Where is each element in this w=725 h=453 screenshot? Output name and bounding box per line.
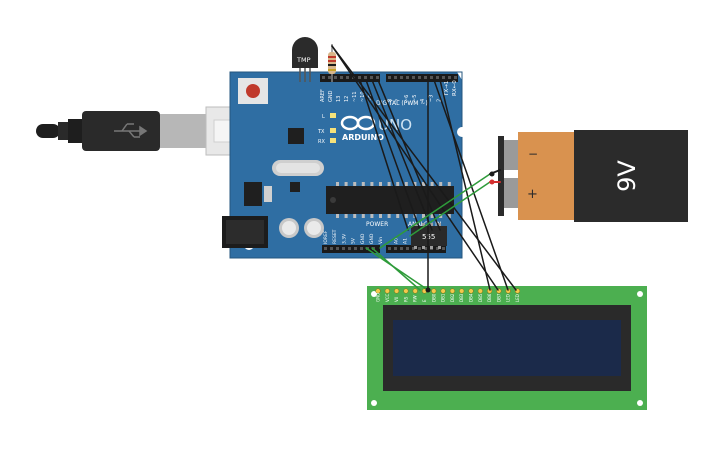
lcd-pin[interactable] (459, 288, 465, 294)
lcd-pin-label: V0 (394, 296, 399, 302)
battery-label-band (518, 132, 574, 220)
lcd-pin-label: LED (515, 294, 520, 302)
lcd-16x2[interactable]: GND VCC V0 RS RW E DB0 DB1 DB2 DB3 DB4 DB5 DB6 DB7 LED… (367, 286, 647, 410)
arduino-logo-text: ARDUINO (342, 133, 384, 142)
tx-led (330, 128, 336, 133)
wire-black[interactable] (433, 79, 509, 291)
lcd-pin-label: LED (506, 294, 511, 302)
lcd-pin-label: DB0 (431, 293, 436, 302)
lcd-pin[interactable] (384, 288, 390, 294)
top-pin-label: ~5 (412, 95, 418, 102)
bottom-pin-label: RESET (332, 229, 338, 244)
lcd-pin[interactable] (403, 288, 409, 294)
lcd-pin[interactable] (468, 288, 474, 294)
lcd-pin-label: DB1 (441, 293, 446, 302)
top-pin-label: ~11 (352, 91, 358, 102)
battery-plus-symbol: + (527, 187, 538, 202)
l-led (330, 113, 336, 118)
usb-metal-connector (160, 114, 206, 148)
rx-led (330, 138, 336, 143)
wires (331, 45, 517, 293)
top-pin-label: 12 (344, 96, 350, 102)
top-pin-label: 2 (437, 99, 443, 102)
tmp-label: TMP (296, 56, 311, 64)
lcd-pin[interactable] (431, 288, 437, 294)
temperature-sensor[interactable]: TMP (292, 37, 318, 82)
bottom-pin-label: A0 (393, 238, 399, 244)
wire-black[interactable] (377, 79, 441, 231)
lcd-pin[interactable] (375, 288, 381, 294)
bottom-pin-label: A1 (403, 238, 409, 244)
lcd-pin-label: DB7 (496, 293, 501, 302)
bottom-pin-label: Vin (378, 237, 384, 244)
wire-green[interactable] (371, 247, 421, 291)
battery-body (574, 130, 688, 222)
atmega-chip (326, 186, 454, 214)
lcd-pin-label: E (422, 299, 427, 302)
lcd-pin[interactable] (394, 288, 400, 294)
battery-9v[interactable]: − + 9V (498, 130, 688, 222)
wire-black[interactable] (371, 79, 433, 231)
lcd-pin-label: DB2 (450, 293, 455, 302)
digital-header-left (320, 74, 380, 82)
top-pin-label: 13 (336, 96, 342, 102)
lcd-pin[interactable] (449, 288, 455, 294)
top-pin-label: 7 (396, 99, 402, 102)
wire-black[interactable] (365, 79, 421, 231)
bottom-pin-label: GND (369, 233, 375, 244)
top-pin-label: ~10 (360, 91, 366, 102)
battery-minus-symbol: − (528, 147, 538, 161)
power-label: POWER (366, 221, 388, 228)
voltage-regulator (244, 182, 262, 206)
top-pin-label: 4 (420, 99, 426, 102)
rx-pin-label: RX←0 (452, 80, 458, 96)
battery-clip (498, 136, 504, 216)
lcd-pin-label: DB4 (469, 293, 474, 302)
bottom-pin-label: IOREF (323, 230, 329, 244)
lcd-pin-label: GND (376, 293, 381, 302)
mounting-hole (457, 127, 467, 137)
usb-symbol-icon (114, 123, 148, 138)
battery-label: 9V (613, 160, 641, 192)
digital-header-right (386, 74, 458, 82)
ic-555[interactable]: 555 (411, 223, 447, 249)
lcd-pin-label: DB6 (487, 293, 492, 302)
top-pin-label: ~6 (404, 95, 410, 102)
reset-button-cap[interactable] (246, 84, 260, 98)
resistor[interactable] (328, 44, 336, 82)
lcd-pin-label: RS (403, 296, 408, 302)
usb-chip (288, 128, 304, 144)
lcd-pin-label: DB3 (459, 293, 464, 302)
tx-pin-label: TX→1 (444, 81, 450, 97)
svg-text:L: L (322, 114, 325, 120)
bottom-pin-label: 5V (351, 237, 357, 244)
lcd-pin-label: VCC (385, 293, 390, 302)
lcd-pin-label: DB5 (478, 293, 483, 302)
wire-green[interactable] (409, 181, 491, 237)
top-pin-label: GND (328, 90, 334, 102)
lcd-screen (393, 320, 621, 376)
top-pin-label: ~3 (428, 95, 434, 102)
svg-text:TX: TX (317, 129, 325, 135)
wire-green[interactable] (379, 173, 491, 249)
wire-black[interactable] (439, 79, 491, 291)
top-pin-label: AREF (320, 89, 326, 102)
svg-text:RX: RX (318, 139, 325, 145)
top-pin-label: 8 (387, 99, 393, 102)
arduino-model-text: UNO (378, 116, 412, 134)
bottom-pin-label: GND (360, 233, 366, 244)
lcd-pin[interactable] (477, 288, 483, 294)
lcd-pin-label: RW (413, 295, 418, 302)
bottom-pin-label: 3.3V (341, 233, 347, 244)
wire-black[interactable] (359, 79, 409, 231)
digital-label: DIGITAL (PWM ~) (376, 100, 428, 107)
lcd-pin[interactable] (440, 288, 446, 294)
lcd-pin[interactable] (412, 288, 418, 294)
